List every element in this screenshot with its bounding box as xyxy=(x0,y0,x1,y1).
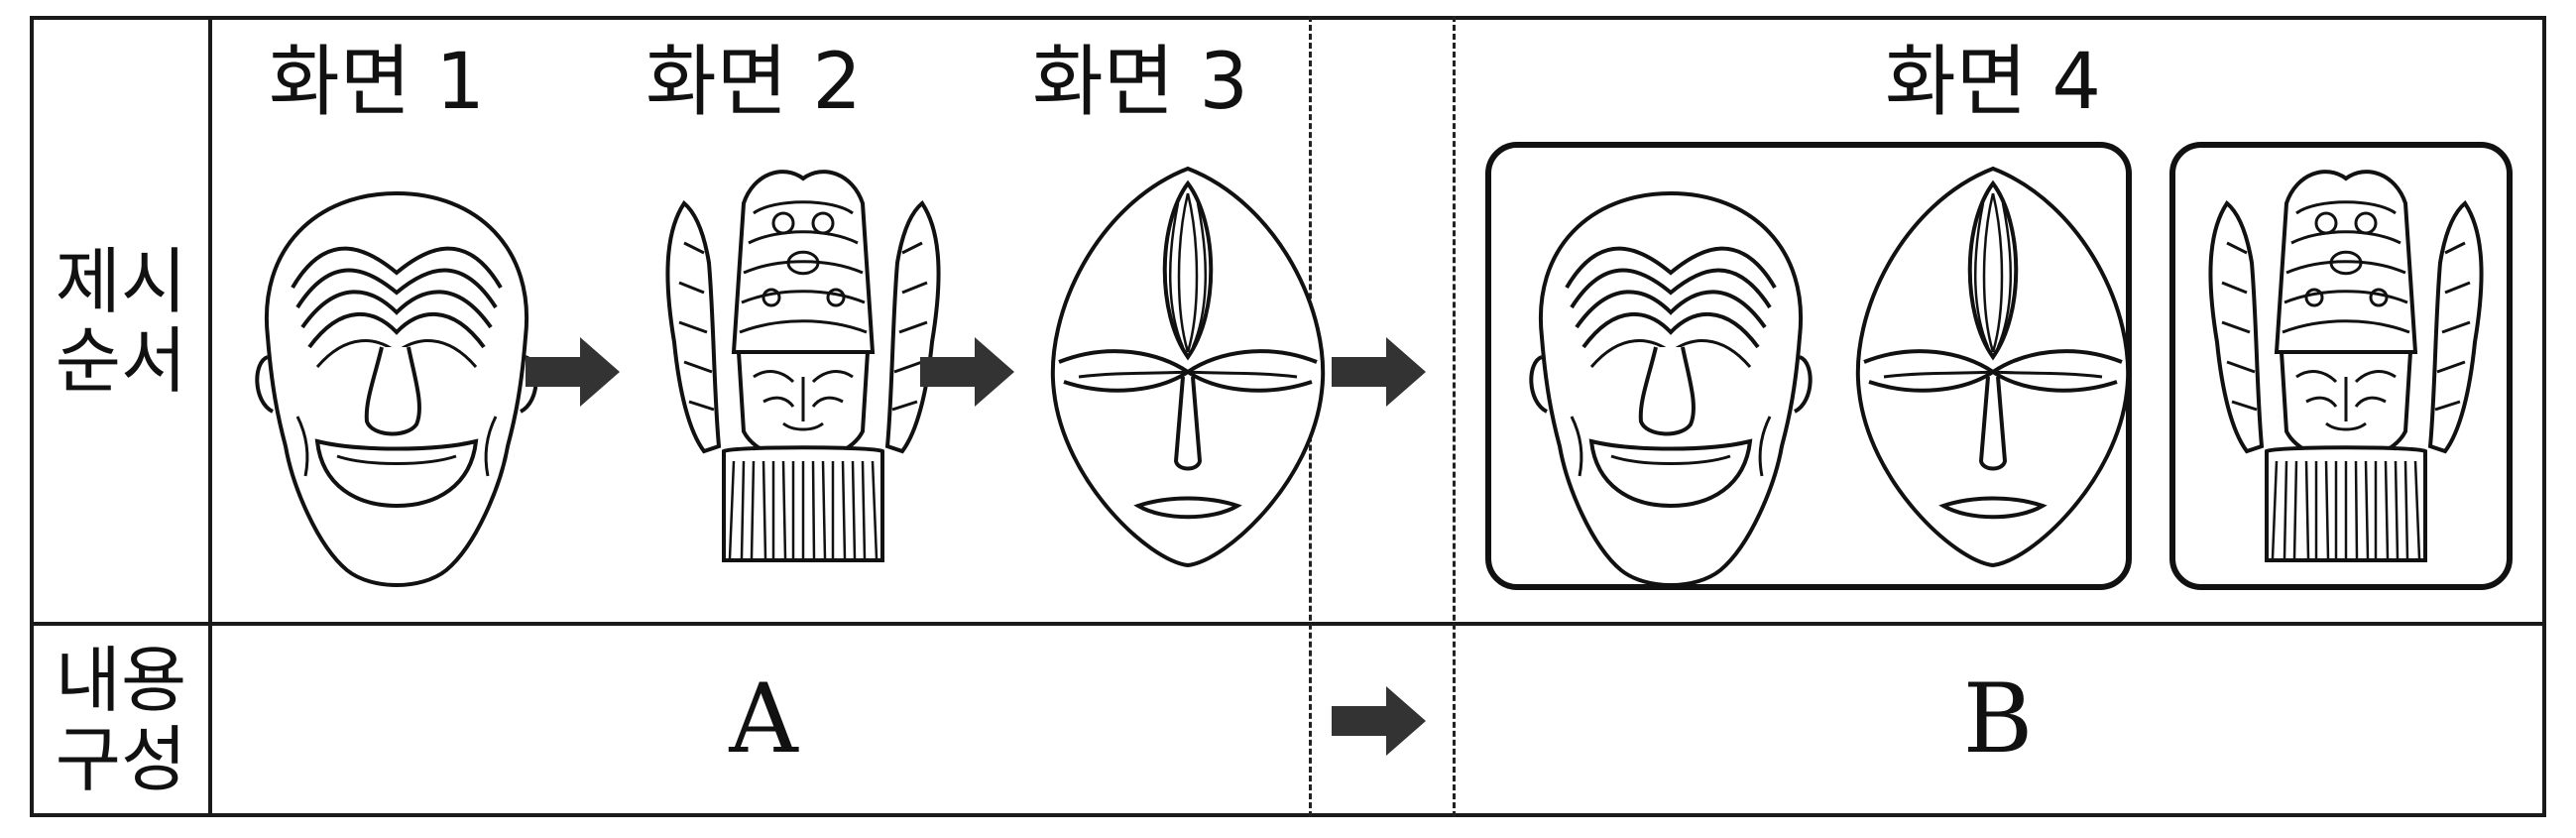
screen-4-oval-mask-icon xyxy=(1855,167,2131,567)
arrow-right-icon-2 xyxy=(920,337,1014,407)
row-label-content-line1: 내용 xyxy=(55,638,187,722)
row-label-order-line2: 순서 xyxy=(55,318,187,403)
arrow-right-icon-1 xyxy=(526,337,620,407)
row-label-content: 내용 구성 xyxy=(34,626,208,813)
content-a-label: A xyxy=(729,663,798,775)
content-b-label: B xyxy=(1962,663,2034,775)
arrow-right-icon-4 xyxy=(1332,686,1426,756)
screen-4-hahoe-mask-icon xyxy=(1529,191,1813,587)
row-label-content-line2: 구성 xyxy=(55,717,187,801)
label-column-divider xyxy=(208,16,212,817)
arrow-right-icon-3 xyxy=(1332,337,1426,407)
screen-3-oval-mask-icon xyxy=(1050,167,1326,567)
screen-4-title: 화면 4 xyxy=(1885,38,2101,127)
screen-4-group-box-right xyxy=(2169,142,2513,590)
row-label-order-line1: 제시 xyxy=(55,239,187,323)
screen-4-crowned-mask-icon xyxy=(2208,170,2484,563)
row-label-order: 제시 순서 xyxy=(34,20,208,622)
dashed-divider-right xyxy=(1453,16,1456,817)
row-divider xyxy=(30,622,2546,626)
screen-2-title: 화면 2 xyxy=(645,38,862,127)
screen-2-crowned-mask-icon xyxy=(665,170,941,563)
table-frame xyxy=(30,16,2546,817)
screen-1-title: 화면 1 xyxy=(269,38,485,127)
screen-3-title: 화면 3 xyxy=(1032,38,1248,127)
screen-1-hahoe-mask-icon xyxy=(255,191,538,587)
